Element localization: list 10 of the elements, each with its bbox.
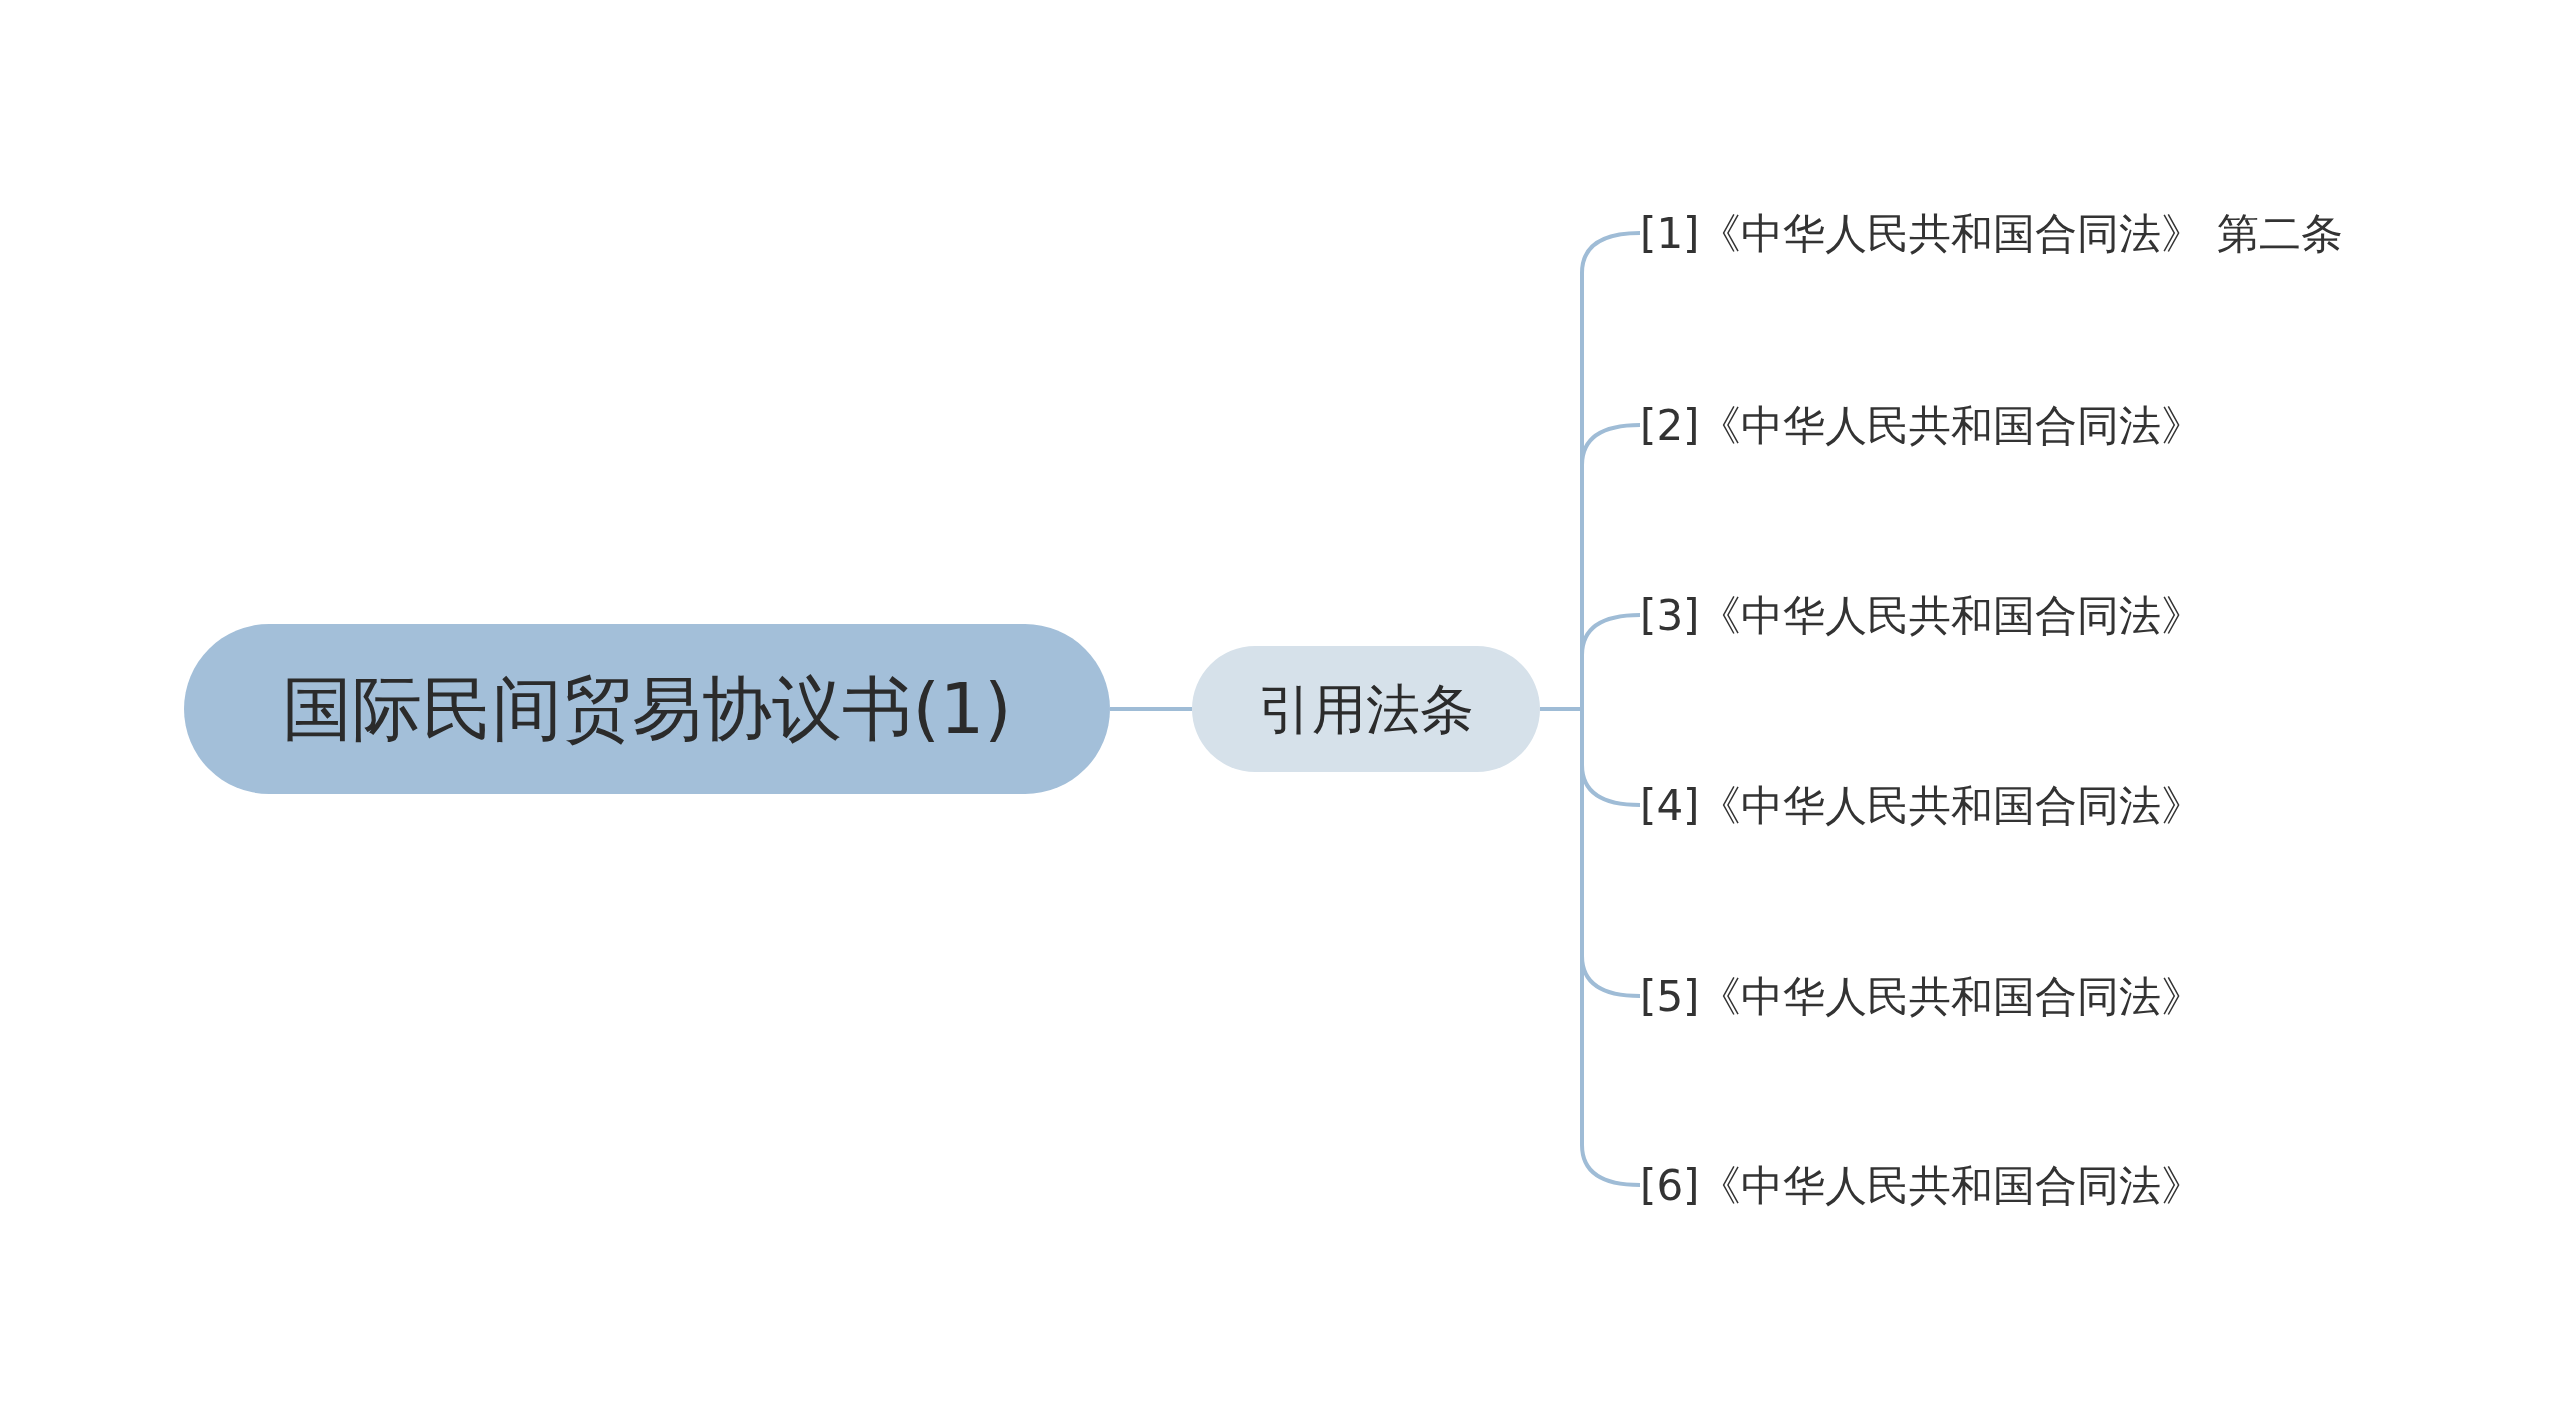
citation-text: [4]《中华人民共和国合同法》 — [1640, 779, 2204, 832]
citation-text: [1]《中华人民共和国合同法》 第二条 — [1640, 207, 2343, 260]
citation-text: [5]《中华人民共和国合同法》 — [1640, 970, 2204, 1023]
citation-text: [2]《中华人民共和国合同法》 — [1640, 399, 2204, 452]
subtopic-text: 引用法条 — [1258, 676, 1474, 743]
connector-line — [1540, 707, 1641, 1187]
topic-text: 国际民间贸易协议书(1) — [282, 666, 1012, 752]
connector-line — [1110, 707, 1192, 711]
citation-text: [3]《中华人民共和国合同法》 — [1640, 589, 2204, 642]
citation-text: [6]《中华人民共和国合同法》 — [1640, 1159, 2204, 1212]
